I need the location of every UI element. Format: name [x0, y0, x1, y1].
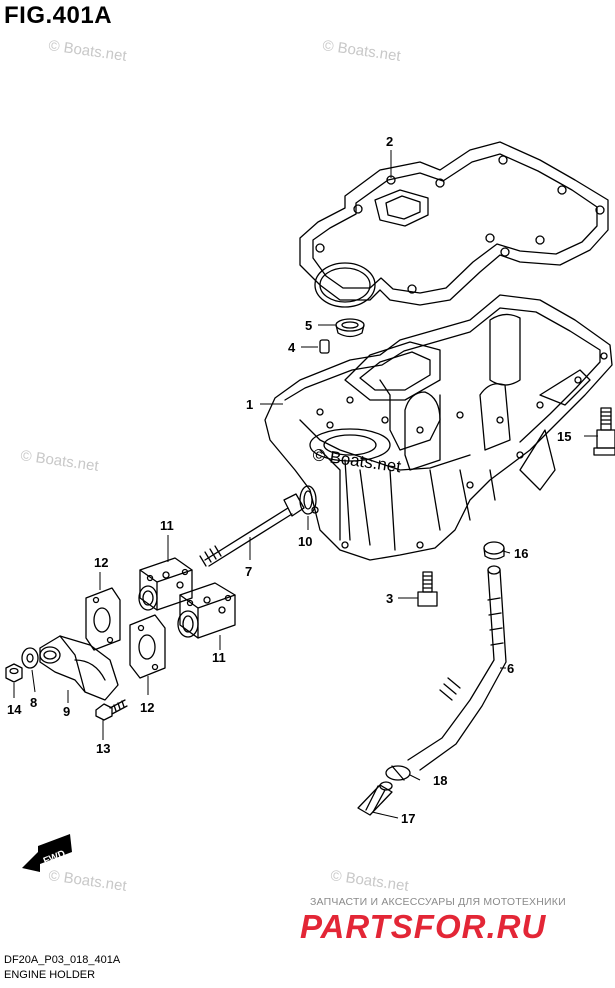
- callout-11-lower: 11: [212, 650, 226, 665]
- hose-part-6: [407, 565, 507, 771]
- nipple-part-17: [357, 781, 393, 816]
- callout-15: 15: [557, 429, 571, 444]
- callout-10: 10: [298, 534, 312, 549]
- gasket-part-12-lower: [129, 614, 166, 679]
- figure-title: FIG.401A: [4, 2, 113, 29]
- callout-17: 17: [401, 811, 415, 826]
- callout-16: 16: [514, 546, 528, 561]
- watermark-3: © Boats.net: [19, 447, 100, 475]
- figure-caption: ENGINE HOLDER: [4, 969, 96, 981]
- callout-18: 18: [433, 773, 447, 788]
- nut-part-14: [5, 663, 23, 683]
- brand-logo[interactable]: PARTSFOR.RU: [300, 908, 547, 945]
- watermark-2: © Boats.net: [321, 37, 402, 65]
- callout-9: 9: [63, 704, 70, 719]
- callout-13: 13: [96, 741, 110, 756]
- dowel-pin-part-4: [319, 339, 330, 354]
- watermark-5: © Boats.net: [47, 867, 128, 895]
- long-bolt-part-7: [199, 493, 305, 567]
- figure-code: DF20A_P03_018_401A: [4, 954, 121, 966]
- clip-part-18: [385, 765, 411, 781]
- callout-12-upper: 12: [94, 555, 108, 570]
- engine-holder-part-1: [264, 294, 613, 561]
- fwd-arrow-icon: FWD: [22, 834, 72, 872]
- callout-12-lower: 12: [140, 700, 154, 715]
- callout-11-upper: 11: [160, 518, 174, 533]
- callout-2: 2: [386, 134, 393, 149]
- callout-8: 8: [30, 695, 37, 710]
- washer-part-8: [21, 647, 39, 669]
- intake-block-part-11-upper: [138, 557, 193, 611]
- bolt-part-15: [593, 407, 615, 456]
- callout-6: 6: [507, 661, 514, 676]
- callout-14: 14: [7, 702, 22, 717]
- callout-3: 3: [386, 591, 393, 606]
- watermark-4: © Boats.net: [329, 867, 410, 895]
- gasket-part-12-upper: [85, 587, 121, 651]
- bolt-part-3: [417, 571, 438, 607]
- callout-1: 1: [246, 397, 253, 412]
- manifold-part-9: [39, 635, 119, 701]
- callout-5: 5: [305, 318, 312, 333]
- callout-7: 7: [245, 564, 252, 579]
- intake-block-part-11-lower: [177, 582, 236, 639]
- bolt-part-13: [95, 699, 128, 721]
- watermark-1: © Boats.net: [47, 37, 128, 65]
- gasket-part-2: [299, 141, 609, 308]
- callout-4: 4: [288, 340, 296, 355]
- clamp-part-16: [483, 541, 505, 560]
- brand-tagline: ЗАПЧАСТИ И АКСЕССУАРЫ ДЛЯ МОТОТЕХНИКИ: [310, 896, 566, 908]
- seal-part-5: [335, 318, 365, 338]
